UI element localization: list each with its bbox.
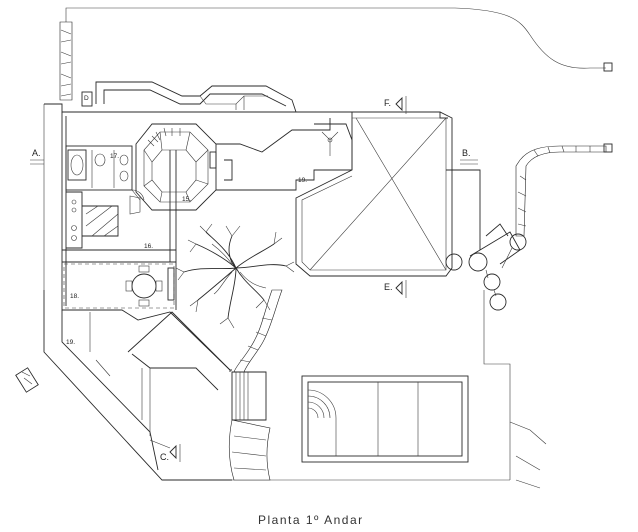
octagon-stair-tower [135, 123, 217, 211]
section-marker-e: E. [384, 280, 407, 298]
section-label-b: B. [462, 148, 471, 158]
section-label-e: E. [384, 282, 393, 292]
section-label-f: F. [384, 98, 391, 108]
bathroom [65, 145, 145, 201]
main-roof-right [295, 111, 463, 277]
room-number-18: 18. [70, 293, 79, 300]
stone-wall-right [468, 143, 613, 311]
room-number-19-left: 19. [66, 339, 75, 346]
site-boundary [43, 7, 613, 290]
section-marker-b: B. [460, 148, 478, 165]
plan-caption: Planta 1º Andar [258, 513, 364, 527]
garden-stone-path [228, 289, 283, 481]
outer-boundary-right [230, 290, 547, 489]
room-label-d: D [84, 95, 89, 102]
section-label-c: C. [160, 452, 169, 462]
section-label-a: A. [32, 148, 41, 158]
swimming-pool [301, 375, 469, 463]
section-marker-a: A. [30, 148, 44, 165]
right-terraces [446, 169, 521, 265]
room-number-16: 16. [144, 243, 153, 250]
room-number-17: 17. [110, 153, 119, 160]
left-diagonal-terrace [15, 290, 232, 481]
dining-area [63, 263, 175, 309]
stone-wall-left [59, 21, 73, 101]
top-walkways: D [81, 81, 297, 113]
section-marker-f: F. [384, 96, 407, 114]
section-marker-c: C. [160, 444, 181, 462]
kitchen-area [66, 191, 141, 249]
corridor [209, 118, 352, 191]
main-building-walls [44, 103, 448, 371]
tree-drawing [175, 223, 295, 329]
room-number-19-upper: 19. [298, 177, 307, 184]
room-number-15: 15. [182, 196, 191, 203]
small-feature-top [314, 123, 353, 170]
